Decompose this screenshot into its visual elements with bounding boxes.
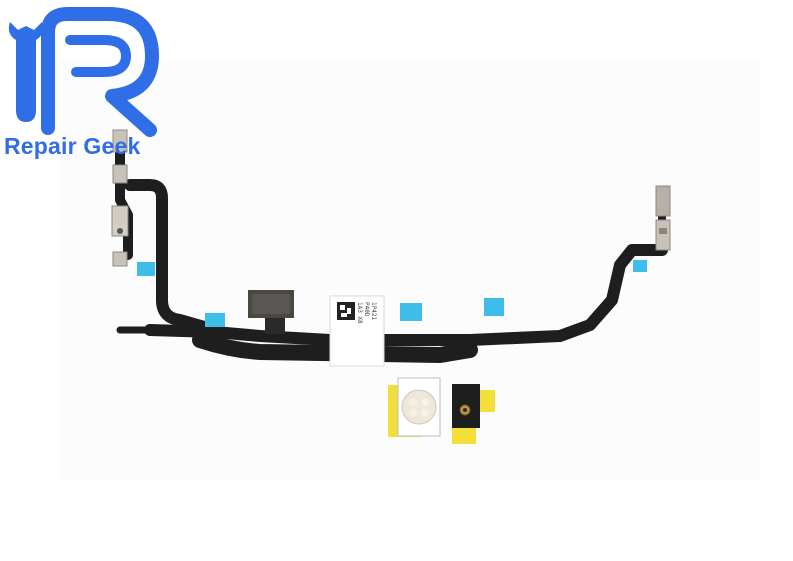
repair-geek-logo-icon (8, 7, 159, 137)
volume-button-stiffener (111, 129, 129, 267)
wrench-icon (8, 22, 44, 122)
power-button-stiffener (655, 185, 671, 251)
label-line: P40D (363, 302, 370, 317)
flash-module (388, 377, 441, 437)
label-line: 1P421 (370, 302, 377, 320)
label-line: 1A3 X8 (356, 302, 363, 324)
brand-name-text: Repair Geek (4, 133, 141, 159)
microphone-module (452, 384, 495, 444)
metal-shield (248, 290, 294, 334)
blue-adhesive-pads (137, 260, 647, 327)
product-label (329, 295, 385, 367)
